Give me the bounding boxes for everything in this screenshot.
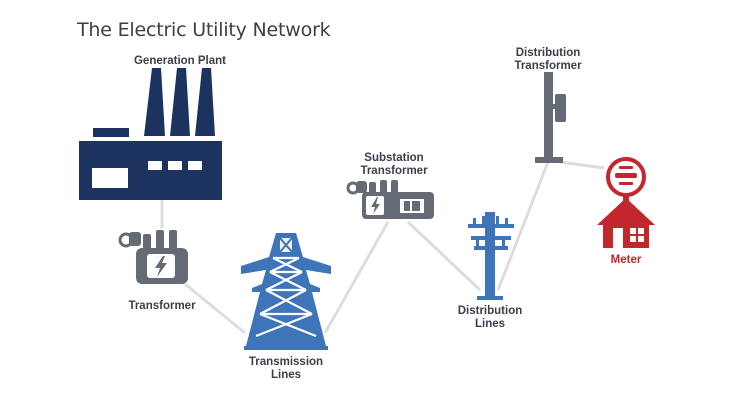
connector-transmission-substation bbox=[323, 221, 390, 334]
label-meter: Meter bbox=[610, 254, 642, 266]
factory-icon bbox=[79, 68, 222, 200]
label-transformer: Transformer bbox=[128, 300, 196, 312]
transformer-icon bbox=[118, 230, 188, 284]
substation-transformer-icon bbox=[346, 180, 434, 219]
label-generation-plant: Generation Plant bbox=[133, 55, 227, 67]
distribution-transformer-icon bbox=[535, 72, 566, 163]
connector-lines bbox=[160, 160, 605, 335]
label-substation-transformer: Substation Transformer bbox=[360, 152, 428, 177]
connector-substation-distribution bbox=[406, 220, 482, 292]
house-meter-icon bbox=[597, 157, 655, 248]
label-distribution-lines: Distribution Lines bbox=[457, 305, 523, 330]
label-distribution-transformer: Distribution Transformer bbox=[514, 47, 582, 72]
connector-transformer-transmission bbox=[184, 282, 246, 335]
transmission-tower-icon bbox=[241, 233, 331, 350]
distribution-pole-icon bbox=[468, 212, 514, 300]
label-transmission-lines: Transmission Lines bbox=[248, 356, 324, 381]
page-title: The Electric Utility Network bbox=[77, 19, 331, 41]
connector-poletransformer-meter bbox=[559, 160, 605, 170]
connector-distribution-poletransformer bbox=[496, 161, 550, 291]
